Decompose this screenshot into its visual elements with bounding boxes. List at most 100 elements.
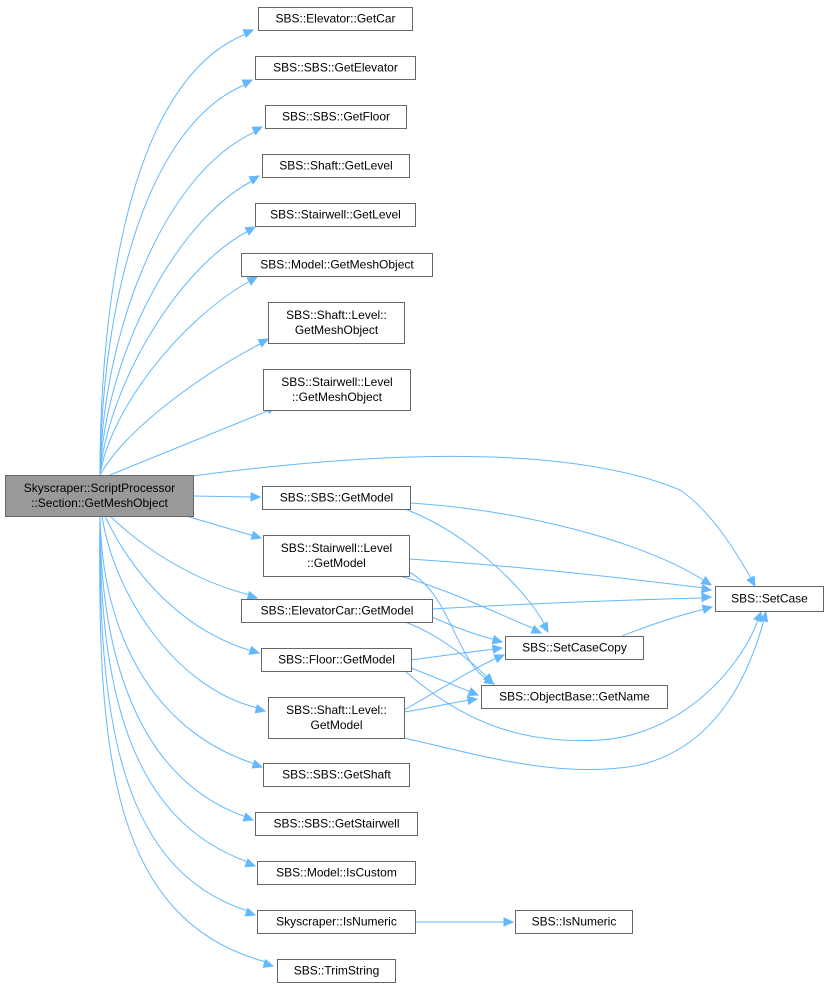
edge-root-to-sbs-getelevator [99,79,254,476]
arrowhead [530,624,543,634]
node-setcase[interactable]: SBS::SetCase [715,586,824,612]
arrowhead [539,621,549,634]
node-label: SBS::Floor::GetModel [278,653,395,667]
edge-root-to-model-getmeshobject [99,276,259,476]
node-label: SBS::SBS::GetFloor [282,110,390,124]
arrowhead [251,126,264,136]
node-label: SBS::IsNumeric [532,915,617,929]
edge-root-to-shaft-getlevel [99,175,261,476]
node-label: SBS::Stairwell::GetLevel [270,208,401,222]
node-label: SBS::SBS::GetModel [280,491,393,505]
edge-skyscraper-isnumeric-to-sbs-isnumeric [415,917,515,927]
edge-root-to-sbs-getstairwell [99,515,255,822]
arrowhead [242,812,255,822]
arrowhead [746,575,756,588]
node-sbs-getstairwell[interactable]: SBS::SBS::GetStairwell [255,812,418,836]
edge-sbs-getmodel-to-setcase [409,502,713,586]
arrowhead [248,645,261,655]
node-objectbase-getname[interactable]: SBS::ObjectBase::GetName [481,685,668,709]
node-shaft-getlevel[interactable]: SBS::Shaft::GetLevel [262,154,410,178]
edge-root-to-model-iscustom [99,515,257,868]
arrowhead [491,634,504,645]
edge-root-to-shaft-level-getmeshobject [99,338,270,476]
arrowhead [467,687,480,696]
node-floor-getmodel[interactable]: SBS::Floor::GetModel [261,648,412,672]
arrowhead [246,590,259,601]
node-shaft-level-getmodel[interactable]: SBS::Shaft::Level::GetModel [268,697,405,739]
edge-root-to-shaft-level-getmodel [101,515,267,714]
node-sbs-getelevator[interactable]: SBS::SBS::GetElevator [255,56,416,80]
arrowhead [242,29,255,38]
edge-elevatorcar-getmodel-to-setcase [431,592,713,610]
edge-root-to-floor-getmodel [104,515,261,655]
edge-stairwell-level-getmodel-to-setcasecopy [399,575,543,634]
node-stairwell-getlevel[interactable]: SBS::Stairwell::GetLevel [255,203,416,227]
edge-root-to-sbs-getmodel [192,492,262,502]
node-elevator-getcar[interactable]: SBS::Elevator::GetCar [258,7,413,31]
node-label: SBS::Stairwell::Level [281,375,392,389]
arrowhead [493,654,506,664]
node-model-iscustom[interactable]: SBS::Model::IsCustom [257,861,416,885]
node-label: SBS::TrimString [294,964,380,978]
node-sbs-getmodel[interactable]: SBS::SBS::GetModel [262,486,411,510]
arrowhead [700,575,713,586]
arrowhead [503,917,515,927]
edge-root-to-elevatorcar-getmodel [109,515,259,601]
call-nodes: Skyscraper::ScriptProcessor::Section::Ge… [5,7,824,983]
edge-setcasecopy-to-setcase [621,604,714,637]
node-label: SBS::SBS::GetElevator [273,61,398,75]
edge-root-to-skyscraper-isnumeric [99,515,257,917]
edge-root-to-setcase [192,455,756,588]
node-label: SBS::SetCaseCopy [522,641,627,655]
node-label: SBS::Model::IsCustom [276,866,397,880]
node-shaft-level-getmeshobject[interactable]: SBS::Shaft::Level::GetMeshObject [268,302,405,344]
edge-elevatorcar-getmodel-to-setcasecopy [431,616,504,645]
arrowhead [257,338,270,348]
node-stairwell-level-getmeshobject[interactable]: SBS::Stairwell::Level::GetMeshObject [263,369,411,411]
edge-sbs-getmodel-to-setcasecopy [404,508,549,634]
arrowhead [250,530,263,540]
edge-root-to-sbs-getfloor [99,126,264,476]
arrowhead [758,610,769,623]
edge-root-to-sbs-getshaft [99,515,264,769]
node-label: SBS::SBS::GetStairwell [273,817,399,831]
node-setcasecopy[interactable]: SBS::SetCaseCopy [505,636,644,660]
node-stairwell-level-getmodel[interactable]: SBS::Stairwell::Level::GetModel [263,535,410,577]
node-sbs-getshaft[interactable]: SBS::SBS::GetShaft [263,763,410,787]
node-label: Skyscraper::ScriptProcessor [24,481,175,495]
arrowhead [250,492,262,502]
edge-shaft-level-getmodel-to-setcase [403,610,769,771]
node-label: SBS::Model::GetMeshObject [260,258,414,272]
arrowhead [466,695,479,706]
arrowhead [244,858,257,868]
call-edges [99,29,769,969]
node-skyscraper-isnumeric[interactable]: Skyscraper::IsNumeric [257,910,416,934]
node-model-getmeshobject[interactable]: SBS::Model::GetMeshObject [241,253,433,277]
arrowhead [251,759,264,769]
node-label: SBS::Elevator::GetCar [275,12,395,26]
arrowhead [701,604,714,614]
arrowhead [244,907,257,917]
root-node-root[interactable]: Skyscraper::ScriptProcessor::Section::Ge… [5,475,194,517]
edge-root-to-trimstring [99,515,275,969]
node-trimstring[interactable]: SBS::TrimString [277,959,396,983]
edge-root-to-elevator-getcar [99,29,255,476]
node-label: Skyscraper::IsNumeric [276,915,397,929]
edge-root-to-stairwell-level-getmeshobject [109,405,278,476]
edge-floor-getmodel-to-objectbase-getname [410,667,480,696]
arrowhead [491,644,504,654]
node-elevatorcar-getmodel[interactable]: SBS::ElevatorCar::GetModel [241,599,433,623]
arrowhead [701,592,713,603]
edge-stairwell-level-getmodel-to-objectbase-getname [404,569,496,685]
node-sbs-getfloor[interactable]: SBS::SBS::GetFloor [265,105,407,129]
arrowhead [254,704,267,714]
node-sbs-isnumeric[interactable]: SBS::IsNumeric [515,910,633,934]
node-label: SBS::SBS::GetShaft [282,768,391,782]
node-label: SBS::ObjectBase::GetName [499,690,650,704]
node-label: GetMeshObject [295,323,379,337]
node-label: ::GetMeshObject [292,390,383,404]
node-label: ::Section::GetMeshObject [31,496,168,510]
node-label: SBS::ElevatorCar::GetModel [261,604,414,618]
arrowhead [482,672,494,684]
